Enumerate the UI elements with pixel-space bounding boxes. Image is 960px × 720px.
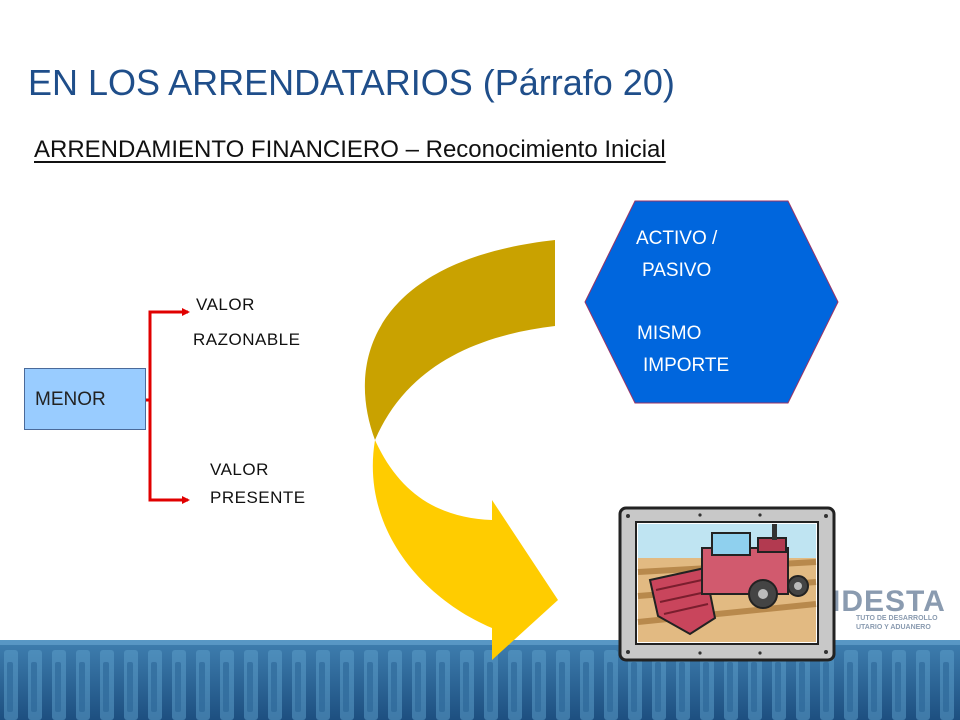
logo-name: IDESTA <box>832 585 946 618</box>
slide-subtitle: ARRENDAMIENTO FINANCIERO – Reconocimient… <box>34 136 666 163</box>
menor-label: MENOR <box>35 389 106 410</box>
combine-harvester-icon <box>618 506 836 662</box>
curved-arrow <box>364 240 558 660</box>
logo-subtitle-2: UTARIO Y ADUANERO <box>856 624 931 631</box>
valor-razonable-line-1: VALOR <box>196 295 255 314</box>
valor-presente-line-2: PRESENTE <box>210 488 306 507</box>
hexagon-text-line-4: IMPORTE <box>643 355 730 376</box>
valor-razonable-line-2: RAZONABLE <box>193 330 301 349</box>
menor-box: MENOR <box>24 368 146 430</box>
bracket-connector <box>146 308 190 504</box>
hexagon-shape <box>584 200 839 404</box>
slide-title: EN LOS ARRENDATARIOS (Párrafo 20) <box>28 62 675 103</box>
hexagon-text-line-1: ACTIVO / <box>636 228 718 249</box>
hexagon-text-line-3: MISMO <box>637 323 702 344</box>
hexagon-text-line-2: PASIVO <box>642 260 712 281</box>
logo-subtitle-1: TUTO DE DESARROLLO <box>856 615 938 622</box>
valor-presente-line-1: VALOR <box>210 460 269 479</box>
